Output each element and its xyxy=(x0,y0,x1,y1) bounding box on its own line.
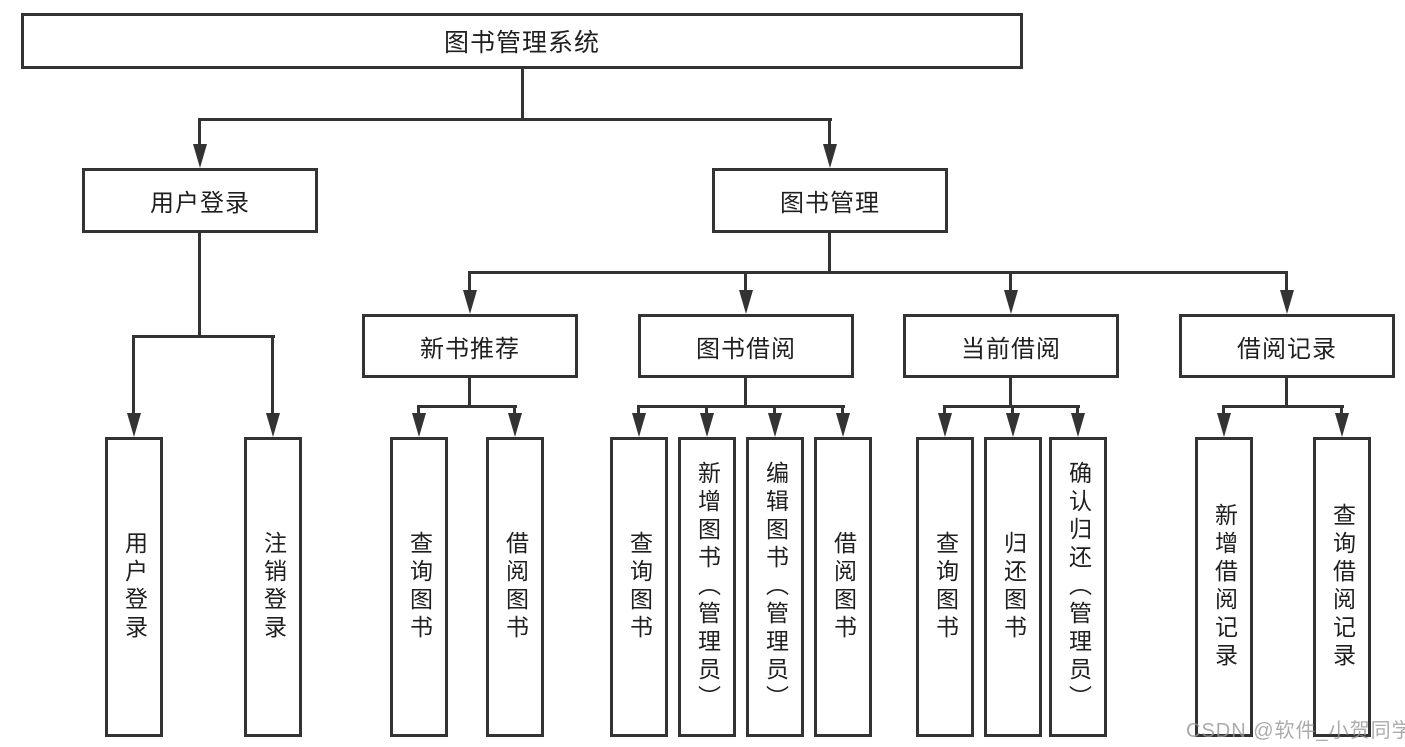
node-new-book-recommendation: 新书推荐 xyxy=(362,314,578,378)
connector-new-books-bar xyxy=(417,405,517,408)
leaf-current-return-books: 归还图书 xyxy=(984,437,1042,737)
leaf-logout: 注销登录 xyxy=(244,437,302,737)
arrowhead-down-icon xyxy=(823,144,837,168)
connector-book-borrow-bar xyxy=(637,405,845,408)
connector-drop xyxy=(513,405,516,415)
leaf-records-add-borrow-record: 新增借阅记录 xyxy=(1195,437,1253,737)
arrowhead-down-icon xyxy=(1335,413,1349,437)
leaf-records-query-borrow-record: 查询借阅记录 xyxy=(1313,437,1371,737)
connector-current-borrow-stem xyxy=(1009,377,1012,407)
connector-drop xyxy=(417,405,420,415)
connector-drop xyxy=(637,405,640,415)
connector-level3-bar xyxy=(468,271,1288,274)
arrowhead-down-icon xyxy=(412,413,426,437)
connector-borrow-records-bar xyxy=(1222,405,1344,408)
arrowhead-down-icon xyxy=(938,413,952,437)
connector-drop-leaf-logout xyxy=(271,335,274,415)
connector-user-login-bar xyxy=(132,335,275,338)
leaf-borrow-add-books-admin: 新增图书（管理员） xyxy=(678,437,736,737)
node-library-management-system: 图书管理系统 xyxy=(21,13,1023,69)
node-borrowing-records: 借阅记录 xyxy=(1179,314,1395,378)
node-book-borrowing: 图书借阅 xyxy=(638,314,854,378)
leaf-user-login: 用户登录 xyxy=(105,437,163,737)
arrowhead-down-icon xyxy=(463,290,477,314)
leaf-current-confirm-return-admin: 确认归还（管理员） xyxy=(1049,437,1107,737)
arrowhead-down-icon xyxy=(1004,290,1018,314)
connector-book-borrow-stem xyxy=(744,377,747,407)
connector-drop xyxy=(943,405,946,415)
leaf-borrow-edit-books-admin: 编辑图书（管理员） xyxy=(746,437,804,737)
connector-borrow-records-stem xyxy=(1285,377,1288,407)
connector-drop-book-management xyxy=(828,118,831,146)
connector-root-stem xyxy=(521,69,524,121)
arrowhead-down-icon xyxy=(768,413,782,437)
leaf-current-query-books: 查询图书 xyxy=(916,437,974,737)
node-user-login: 用户登录 xyxy=(82,168,318,233)
leaf-newbooks-query-books: 查询图书 xyxy=(390,437,448,737)
arrowhead-down-icon xyxy=(632,413,646,437)
connector-drop xyxy=(1011,405,1014,415)
arrowhead-down-icon xyxy=(127,413,141,437)
node-book-management: 图书管理 xyxy=(712,168,948,233)
connector-user-login-stem xyxy=(198,233,201,337)
arrowhead-down-icon xyxy=(193,144,207,168)
arrowhead-down-icon xyxy=(1071,413,1085,437)
connector-level2-bar xyxy=(198,118,832,121)
connector-drop xyxy=(1076,405,1079,415)
connector-drop-user-login xyxy=(198,118,201,146)
connector-book-management-stem xyxy=(828,233,831,273)
arrowhead-down-icon xyxy=(1217,413,1231,437)
connector-drop-current-borrow xyxy=(1009,271,1012,292)
connector-drop-new-books xyxy=(468,271,471,292)
connector-drop-borrow-records xyxy=(1285,271,1288,292)
connector-drop xyxy=(1222,405,1225,415)
arrowhead-down-icon xyxy=(1280,290,1294,314)
connector-new-books-stem xyxy=(468,377,471,407)
csdn-watermark: CSDN @软件_小贺同学 xyxy=(1186,720,1405,742)
arrowhead-down-icon xyxy=(739,290,753,314)
connector-drop xyxy=(705,405,708,415)
arrowhead-down-icon xyxy=(1006,413,1020,437)
connector-drop-leaf-user-login xyxy=(132,335,135,415)
node-current-borrowing: 当前借阅 xyxy=(903,314,1119,378)
leaf-borrow-borrow-books: 借阅图书 xyxy=(814,437,872,737)
arrowhead-down-icon xyxy=(508,413,522,437)
arrowhead-down-icon xyxy=(266,413,280,437)
arrowhead-down-icon xyxy=(700,413,714,437)
connector-drop xyxy=(773,405,776,415)
leaf-borrow-query-books: 查询图书 xyxy=(610,437,668,737)
leaf-newbooks-borrow-books: 借阅图书 xyxy=(486,437,544,737)
connector-drop xyxy=(1340,405,1343,415)
arrowhead-down-icon xyxy=(836,413,850,437)
connector-drop-book-borrow xyxy=(744,271,747,292)
connector-drop xyxy=(841,405,844,415)
